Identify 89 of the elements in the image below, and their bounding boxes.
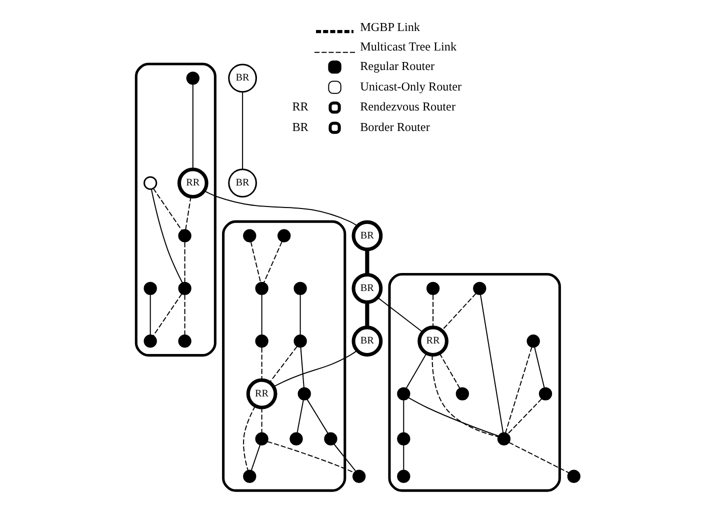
node-circle	[472, 282, 486, 296]
connector	[299, 294, 300, 335]
connector	[300, 348, 304, 388]
connector	[184, 294, 185, 335]
node-circle: RR	[176, 168, 208, 198]
legend-label: MGBP Link	[360, 20, 420, 34]
connector	[266, 441, 354, 474]
connector	[508, 442, 569, 474]
connector	[152, 293, 182, 336]
node-circle	[289, 432, 302, 446]
connector	[405, 353, 426, 388]
node-circle	[455, 387, 468, 400]
connector	[242, 92, 243, 170]
connector	[376, 297, 422, 333]
connector	[480, 294, 504, 433]
connector	[534, 347, 544, 388]
connector	[296, 400, 304, 433]
connector	[192, 84, 193, 170]
connector	[152, 188, 182, 230]
node-circle: BR	[351, 272, 382, 304]
cluster	[134, 62, 216, 357]
connector	[431, 354, 498, 438]
node-circle	[297, 387, 310, 400]
node-circle	[396, 387, 410, 400]
connector	[432, 294, 434, 328]
node-circle	[178, 282, 191, 296]
connector	[408, 397, 498, 436]
node-circle	[143, 176, 157, 190]
connector	[333, 444, 356, 472]
node-circle	[526, 334, 540, 348]
label: RR	[292, 100, 308, 114]
node-circle	[293, 282, 306, 296]
connector	[364, 302, 369, 328]
connector	[242, 406, 256, 470]
node-circle	[143, 334, 156, 348]
node-circle: BR	[351, 220, 382, 252]
node-circle	[254, 282, 268, 296]
connector	[149, 294, 150, 335]
connector	[402, 445, 404, 470]
connector	[150, 189, 182, 283]
node-circle	[143, 282, 156, 296]
connector	[268, 346, 297, 382]
node-circle	[293, 334, 306, 348]
node-circle	[254, 432, 268, 446]
connector	[402, 400, 404, 433]
node-circle	[396, 470, 410, 483]
node-circle: BR	[228, 64, 256, 93]
node-circle: RR	[417, 326, 448, 357]
connector	[306, 399, 328, 434]
legend-label: Multicast Tree Link	[360, 39, 456, 54]
connector	[184, 196, 191, 230]
connector	[250, 444, 260, 470]
node-circle	[352, 470, 366, 483]
node-circle	[426, 282, 440, 296]
node-circle: BR	[351, 326, 382, 357]
connector	[260, 408, 262, 433]
node-circle	[178, 229, 191, 242]
node-circle: BR	[228, 168, 256, 198]
connector	[262, 242, 282, 283]
connector	[184, 242, 185, 282]
legend-label: Regular Router	[360, 59, 434, 74]
node-circle	[242, 470, 256, 483]
connector	[507, 398, 542, 434]
connector	[204, 190, 358, 226]
node-circle	[254, 334, 268, 348]
connector	[364, 250, 369, 274]
connector	[260, 348, 262, 380]
node-circle	[496, 432, 510, 446]
legend-label: Rendezvous Router	[360, 100, 455, 114]
cluster	[388, 272, 560, 492]
node-circle	[277, 229, 290, 242]
connector	[438, 353, 460, 388]
node-circle	[186, 72, 199, 85]
connector	[250, 242, 261, 282]
cluster	[222, 220, 346, 492]
connector	[260, 294, 262, 335]
label: BR	[292, 120, 308, 134]
connector	[504, 346, 532, 433]
connector	[440, 293, 476, 331]
node-circle	[324, 432, 337, 446]
legend-label: Border Router	[360, 120, 430, 134]
legend-label: Unicast-Only Router	[360, 79, 462, 94]
node-circle	[566, 470, 580, 483]
node-circle: RR	[246, 378, 277, 410]
node-circle	[242, 229, 256, 242]
node-circle	[178, 334, 191, 348]
connector	[272, 350, 357, 388]
node-circle	[538, 387, 552, 400]
node-circle	[396, 432, 410, 446]
